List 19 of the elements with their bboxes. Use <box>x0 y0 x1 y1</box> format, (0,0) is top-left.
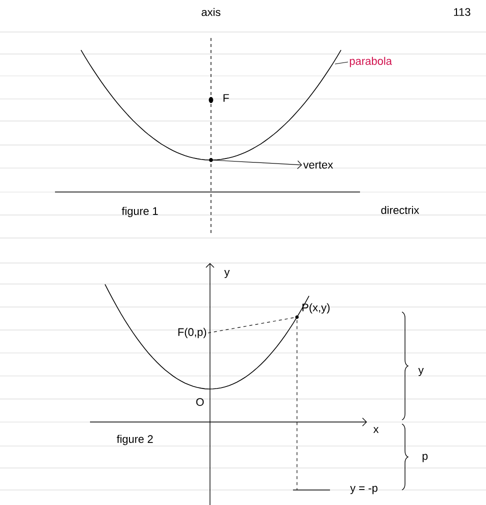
leader-line <box>334 62 348 64</box>
figure-caption: figure 1 <box>122 206 158 218</box>
point-label: P(x,y) <box>302 303 330 314</box>
vertex-label: vertex <box>303 161 334 169</box>
page-number: 113 <box>454 8 470 16</box>
equation-label: y = -p <box>350 486 378 494</box>
point-label: O <box>196 398 204 406</box>
axis-label: y <box>224 270 230 278</box>
brace-label: y <box>418 368 424 376</box>
figure-caption: figure 2 <box>116 434 153 446</box>
point-label: F <box>224 94 229 102</box>
directrix-label: directrix <box>381 206 420 214</box>
dashed-line <box>208 317 296 334</box>
axis-label: axis <box>202 8 220 16</box>
point-label: F(0,p) <box>178 328 206 338</box>
parabola-label: parabola <box>350 56 392 68</box>
brace-label: p <box>422 454 428 462</box>
arrow <box>212 160 302 170</box>
axis-label: x <box>373 427 379 433</box>
